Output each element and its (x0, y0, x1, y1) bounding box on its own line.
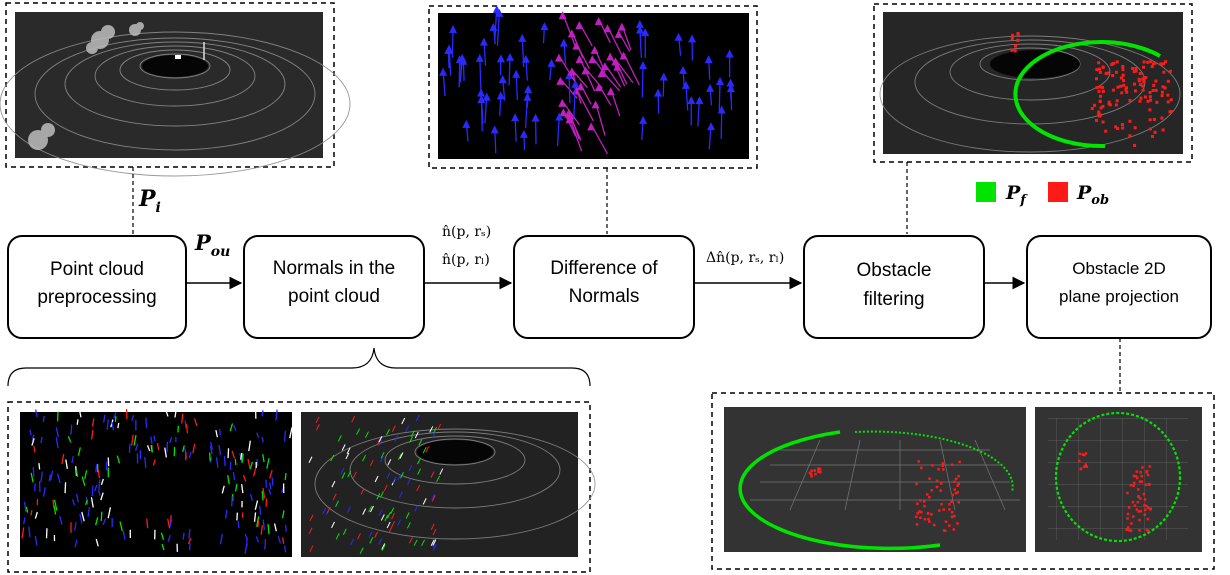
node-obstacle-filtering: Obstacle filtering (803, 235, 985, 339)
legend: Pf Pob (976, 182, 1109, 208)
legend-label-obstacle: Pob (1076, 182, 1109, 208)
node-obstacle-2d-projection: Obstacle 2D plane projection (1026, 235, 1212, 339)
legend-swatch-obstacle (1048, 182, 1068, 202)
label-p-ou: Pou (194, 230, 230, 260)
projection-perspective-view (724, 407, 1026, 552)
node-difference-of-normals: Difference of Normals (513, 235, 695, 339)
filtered-frame (873, 3, 1193, 163)
normals-closeup-view (20, 406, 293, 557)
label-normal-large-radius: n̂(p, rₗ) (442, 252, 490, 268)
normals-full-scan-view (301, 412, 596, 557)
label-don-operator: Δn̂(p, rₛ, rₗ) (706, 250, 784, 266)
node-point-cloud-preprocessing: Point cloud preprocessing (7, 235, 187, 339)
node-filter-line2: filtering (863, 289, 924, 310)
don-frame (428, 5, 758, 169)
label-p-i: Pi (138, 186, 161, 216)
label-normal-small-radius: n̂(p, rₛ) (442, 224, 491, 240)
raw-lidar-scan (0, 12, 351, 177)
node-normals: Normals in the point cloud (243, 235, 425, 339)
legend-label-ground: Pf (1005, 182, 1028, 208)
node-preprocess-line1: Point cloud (50, 259, 144, 280)
projection-top-view (1035, 407, 1202, 552)
legend-swatch-ground (976, 182, 996, 202)
difference-of-normals-vectors (438, 5, 749, 159)
node-normals-line1: Normals in the (273, 258, 396, 279)
normals-frame (7, 401, 591, 573)
node-preprocess-line2: preprocessing (37, 287, 156, 308)
node-project-line2: plane projection (1059, 287, 1179, 306)
node-don-line1: Difference of (550, 258, 658, 279)
node-filter-line1: Obstacle (857, 260, 932, 281)
node-project-line1: Obstacle 2D (1072, 259, 1166, 278)
filtered-obstacle-scan (879, 12, 1183, 154)
node-don-line2: Normals (569, 286, 640, 307)
projection-frame (711, 392, 1215, 570)
brace (7, 347, 591, 387)
node-normals-line2: point cloud (288, 286, 380, 307)
